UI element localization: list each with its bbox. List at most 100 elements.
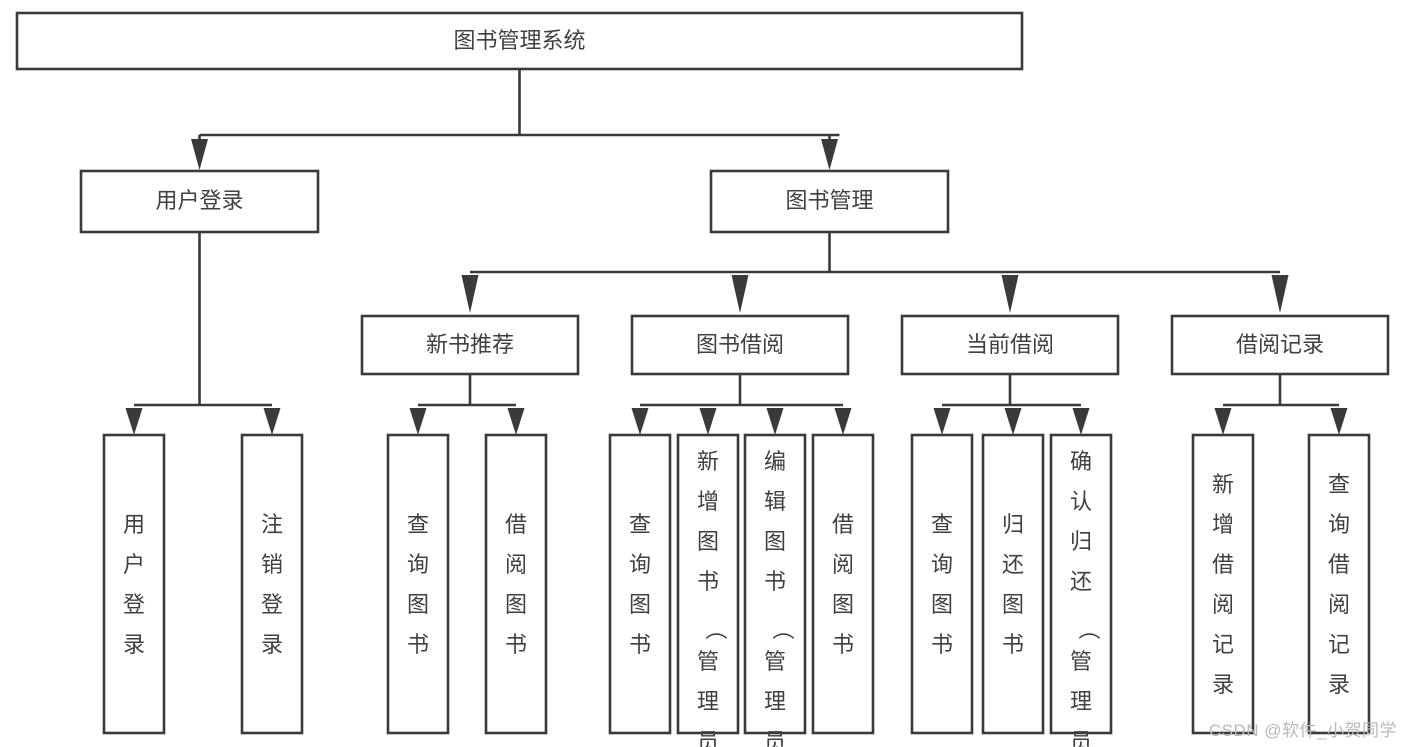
arrow-currentborrow-to-query-book: [933, 408, 951, 435]
node-new-book-rec-label: 新书推荐: [426, 332, 514, 357]
svg-text:书: 书: [629, 632, 651, 657]
svg-text:询: 询: [407, 552, 429, 577]
leaf-query-book-bor-box[interactable]: [608, 433, 672, 735]
svg-text:注: 注: [261, 512, 283, 537]
leaf-confirm-return-box[interactable]: [1049, 433, 1113, 735]
arrow-currentborrow-to-return-book: [1004, 408, 1022, 435]
node-borrow-record[interactable]: 借阅记录: [1170, 314, 1390, 376]
svg-text:员: 员: [764, 729, 786, 747]
leaf-user-login-box[interactable]: [102, 433, 166, 735]
svg-text:查: 查: [1328, 472, 1350, 497]
svg-text:登: 登: [261, 592, 283, 617]
leaf-query-book-rec-box[interactable]: [386, 433, 450, 735]
svg-text:借: 借: [505, 512, 527, 537]
node-book-borrow-box[interactable]: [630, 314, 850, 376]
node-current-borrow-label: 当前借阅: [966, 332, 1054, 357]
svg-text:（: （: [1076, 618, 1101, 640]
node-new-book-rec-box[interactable]: [360, 314, 580, 376]
svg-text:阅: 阅: [505, 552, 527, 577]
svg-text:用: 用: [123, 512, 145, 537]
svg-text:录: 录: [1212, 672, 1234, 697]
node-book-borrow[interactable]: 图书借阅: [630, 314, 850, 376]
svg-text:录: 录: [261, 632, 283, 657]
leaf-logout-box[interactable]: [240, 433, 304, 735]
svg-text:记: 记: [1212, 632, 1234, 657]
arrow-bookmanage-to-book-borrow: [731, 275, 749, 313]
svg-text:员: 员: [1070, 729, 1092, 747]
leaf-node-group: 用户登录注销登录查询图书借阅图书查询图书新增图书（管理员）编辑图书（管理员）借阅…: [102, 433, 1371, 747]
node-user-login-label: 用户登录: [155, 188, 243, 213]
leaf-borrow-book-bor-box[interactable]: [811, 433, 875, 735]
svg-text:阅: 阅: [1212, 592, 1234, 617]
leaf-user-login[interactable]: 用户登录: [102, 433, 166, 735]
svg-text:查: 查: [629, 512, 651, 537]
arrow-newbook-to-query-book: [409, 408, 427, 435]
node-book-manage-box[interactable]: [709, 169, 950, 234]
svg-text:查: 查: [931, 512, 953, 537]
arrow-bookmanage-to-new-book-rec: [461, 275, 479, 313]
svg-text:书: 书: [1002, 632, 1024, 657]
node-current-borrow[interactable]: 当前借阅: [900, 314, 1120, 376]
svg-text:书: 书: [832, 632, 854, 657]
svg-text:询: 询: [629, 552, 651, 577]
leaf-query-book-cur-box[interactable]: [910, 433, 974, 735]
node-borrow-record-label: 借阅记录: [1236, 332, 1324, 357]
svg-text:（: （: [703, 618, 728, 640]
svg-text:图: 图: [629, 592, 651, 617]
node-book-manage[interactable]: 图书管理: [709, 169, 950, 234]
node-new-book-rec[interactable]: 新书推荐: [360, 314, 580, 376]
svg-text:阅: 阅: [1328, 592, 1350, 617]
node-user-login-box[interactable]: [79, 169, 320, 234]
svg-text:辑: 辑: [764, 489, 786, 514]
arrow-bookmanage-to-current-borrow: [1001, 275, 1019, 313]
leaf-add-record-box[interactable]: [1191, 433, 1255, 735]
svg-text:录: 录: [1328, 672, 1350, 697]
node-root-box[interactable]: [15, 11, 1024, 71]
leaf-query-record-box[interactable]: [1307, 433, 1371, 735]
leaf-add-book-box[interactable]: [676, 433, 740, 735]
svg-text:认: 认: [1070, 489, 1092, 514]
leaf-borrow-book-rec-box[interactable]: [484, 433, 548, 735]
svg-text:书: 书: [407, 632, 429, 657]
arrow-newbook-to-borrow-book: [507, 408, 525, 435]
svg-text:确: 确: [1070, 449, 1092, 474]
arrow-userlogin-to-leaf-user-login: [125, 408, 143, 435]
leaf-user-login-label: 用户登录: [123, 512, 145, 657]
node-root[interactable]: 图书管理系统: [15, 11, 1024, 71]
svg-text:书: 书: [505, 632, 527, 657]
arrow-userlogin-to-leaf-logout: [263, 408, 281, 435]
svg-text:图: 图: [1002, 592, 1024, 617]
leaf-return-book-box[interactable]: [981, 433, 1045, 735]
svg-text:户: 户: [123, 552, 145, 577]
node-borrow-record-box[interactable]: [1170, 314, 1390, 376]
connector-group: [125, 69, 1348, 435]
node-current-borrow-box[interactable]: [900, 314, 1120, 376]
svg-text:归: 归: [1002, 512, 1024, 537]
node-user-login[interactable]: 用户登录: [79, 169, 320, 234]
svg-text:图: 图: [407, 592, 429, 617]
leaf-edit-book-box[interactable]: [743, 433, 807, 735]
svg-text:查: 查: [407, 512, 429, 537]
